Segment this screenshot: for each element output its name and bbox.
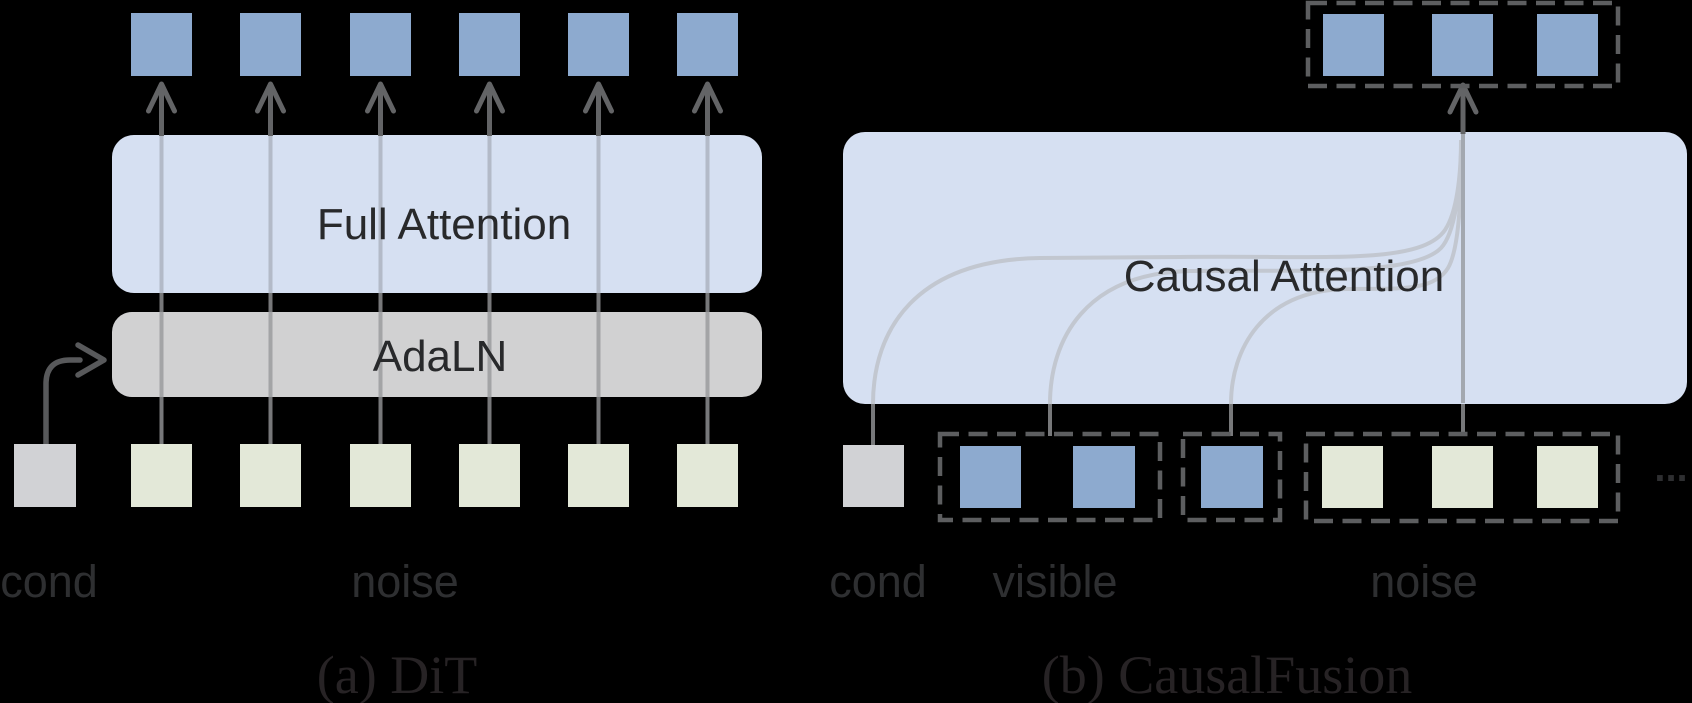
up-arrow-icon bbox=[146, 81, 723, 114]
output-token bbox=[568, 13, 629, 76]
noise-token bbox=[1322, 446, 1383, 508]
visible-label: visible bbox=[992, 556, 1117, 607]
right-arrow-icon bbox=[75, 342, 107, 378]
output-token-dashed-group bbox=[1305, 0, 1621, 89]
noise-token bbox=[677, 444, 738, 507]
output-token bbox=[459, 13, 520, 76]
adaln-pass-through-lines bbox=[159, 312, 710, 397]
output-token bbox=[350, 13, 411, 76]
attention-curve-cond bbox=[871, 139, 1463, 405]
attention-curve-visible-2 bbox=[1229, 161, 1463, 405]
output-token bbox=[131, 13, 192, 76]
noise-label: noise bbox=[1370, 556, 1478, 607]
cond-label: cond bbox=[0, 556, 98, 607]
panel-causalfusion: Causal Attention cond visible noise ... … bbox=[829, 0, 1688, 703]
output-token bbox=[1537, 14, 1598, 76]
noise-token-dashed-group bbox=[1303, 431, 1621, 524]
output-token bbox=[1432, 14, 1493, 76]
output-token bbox=[677, 13, 738, 76]
attention-curve-visible-1 bbox=[1048, 151, 1463, 405]
cond-token bbox=[843, 445, 904, 507]
causal-attention-label: Causal Attention bbox=[1124, 252, 1444, 301]
noise-token bbox=[131, 444, 192, 507]
visible-token bbox=[1201, 446, 1263, 508]
output-token bbox=[1323, 14, 1384, 76]
noise-token bbox=[350, 444, 411, 507]
visible-token-dashed-group bbox=[1180, 431, 1283, 523]
adaln-label: AdaLN bbox=[373, 332, 508, 381]
output-arrow-shafts bbox=[159, 84, 710, 136]
cond-token bbox=[14, 444, 76, 507]
noise-token bbox=[240, 444, 301, 507]
cond-label: cond bbox=[829, 556, 927, 607]
noise-token bbox=[1432, 446, 1493, 508]
noise-label: noise bbox=[351, 556, 459, 607]
token-connector-lines bbox=[159, 292, 710, 446]
visible-token bbox=[960, 446, 1021, 508]
noise-token bbox=[568, 444, 629, 507]
visible-token-dashed-group bbox=[937, 431, 1163, 523]
visible-token bbox=[1073, 446, 1135, 508]
input-connector-stubs bbox=[871, 404, 1465, 446]
cond-to-adaln-connector bbox=[43, 357, 83, 449]
full-attention-label: Full Attention bbox=[317, 200, 571, 249]
panel-dit: Full Attention AdaLN cond noise (a) DiT bbox=[0, 13, 762, 703]
noise-token bbox=[1537, 446, 1598, 508]
noise-token bbox=[459, 444, 520, 507]
causal-attention-box bbox=[843, 132, 1687, 404]
panel-b-caption: (b) CausalFusion bbox=[1042, 645, 1413, 703]
output-token bbox=[240, 13, 301, 76]
panel-a-caption: (a) DiT bbox=[317, 645, 477, 703]
attention-pass-through-lines bbox=[159, 135, 710, 293]
ellipsis-more-tokens: ... bbox=[1654, 446, 1687, 490]
